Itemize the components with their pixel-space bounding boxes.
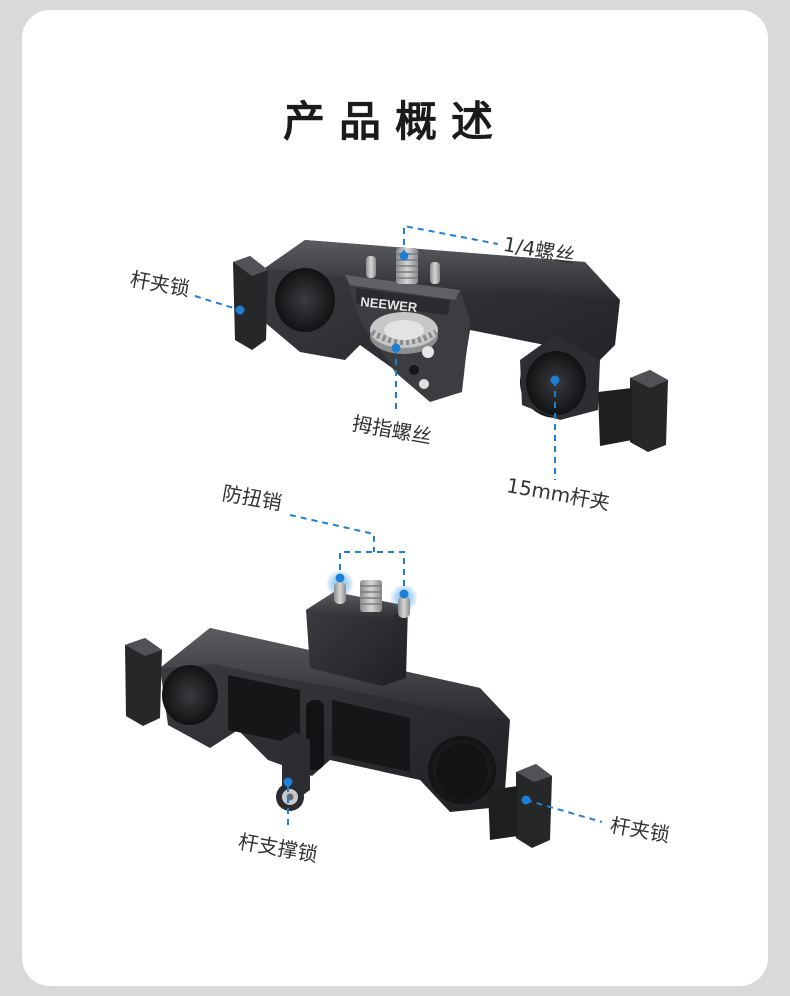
- top-rod-clamp: NEEWER: [233, 240, 668, 452]
- content-card: [22, 10, 768, 986]
- callout-lines: [194, 224, 603, 826]
- page-title: 产品概述: [282, 97, 507, 146]
- bottom-rod-clamp: [125, 570, 552, 848]
- callout-dots: [235, 251, 560, 805]
- brand-logo: NEEWER: [360, 294, 419, 315]
